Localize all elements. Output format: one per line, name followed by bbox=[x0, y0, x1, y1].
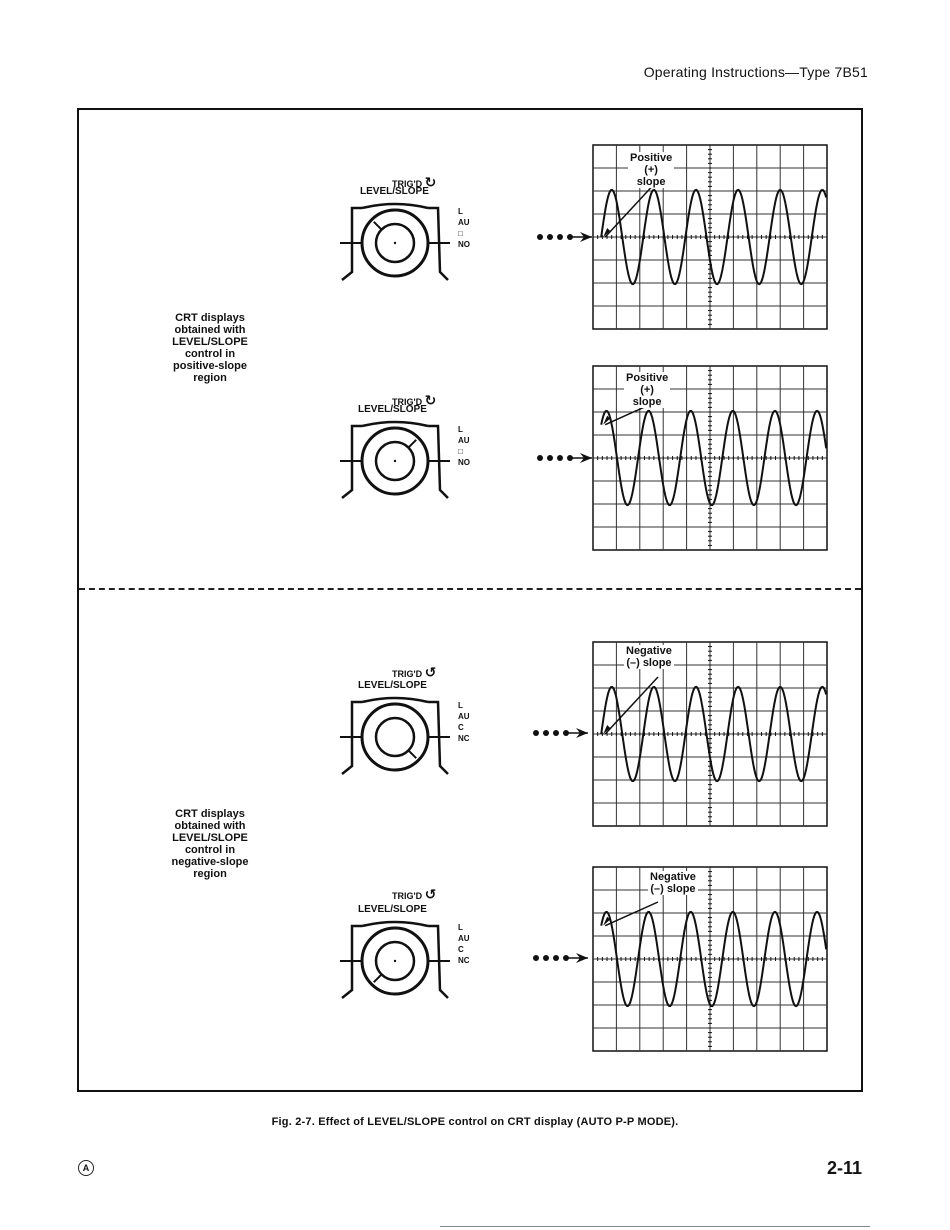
level-slope-label: LEVEL/SLOPE bbox=[360, 186, 429, 197]
trigd-indicator-icon: ↺ bbox=[424, 886, 437, 902]
annotation-arrowhead bbox=[603, 916, 611, 926]
crt-display bbox=[592, 641, 828, 827]
trigd-label: TRIG'D ↺ bbox=[392, 886, 437, 902]
annotation-leader bbox=[604, 676, 659, 735]
pointer-arrow-icon bbox=[533, 953, 588, 963]
annotation-arrowhead bbox=[603, 415, 611, 425]
waveform-trace bbox=[600, 685, 828, 783]
mode-marks: L AU C NC bbox=[458, 701, 470, 743]
annotation-arrowhead bbox=[603, 228, 611, 237]
mode-marks: L AU □ NO bbox=[458, 425, 470, 467]
slope-annotation: Negative (–) slope bbox=[624, 645, 674, 669]
annotation-leader bbox=[604, 901, 659, 927]
slope-annotation: Positive (+) slope bbox=[624, 372, 671, 408]
trigd-label: TRIG'D ↻ bbox=[392, 174, 437, 190]
level-slope-label: LEVEL/SLOPE bbox=[358, 680, 427, 691]
waveform-trace bbox=[600, 409, 828, 507]
trigd-indicator-icon: ↻ bbox=[424, 392, 437, 408]
pointer-arrow-icon bbox=[537, 232, 592, 242]
trigd-label: TRIG'D ↺ bbox=[392, 664, 437, 680]
pointer-arrow-icon bbox=[537, 453, 592, 463]
trigd-indicator-icon: ↻ bbox=[424, 174, 437, 190]
group-label-negative: CRT displays obtained with LEVEL/SLOPE c… bbox=[171, 808, 249, 880]
section-divider bbox=[79, 588, 861, 590]
level-slope-knob-icon[interactable] bbox=[340, 918, 450, 1006]
group-label-positive: CRT displays obtained with LEVEL/SLOPE c… bbox=[172, 312, 248, 384]
slope-annotation: Positive (+) slope bbox=[628, 152, 675, 188]
figure-frame bbox=[77, 108, 863, 1092]
trigd-indicator-icon: ↺ bbox=[424, 664, 437, 680]
level-slope-label: LEVEL/SLOPE bbox=[358, 904, 427, 915]
bottom-rule bbox=[440, 1226, 870, 1227]
waveform-trace bbox=[600, 188, 828, 286]
revision-mark-icon: A bbox=[78, 1160, 94, 1176]
slope-annotation: Negative (–) slope bbox=[648, 871, 698, 895]
page-header-title: Operating Instructions—Type 7B51 bbox=[643, 64, 868, 80]
level-slope-knob-icon[interactable] bbox=[340, 694, 450, 782]
page-number: 2-11 bbox=[826, 1158, 862, 1178]
mode-marks: L AU C NC bbox=[458, 923, 470, 965]
level-slope-knob-icon[interactable] bbox=[340, 418, 450, 506]
waveform-trace bbox=[600, 910, 828, 1008]
trigd-label: TRIG'D ↻ bbox=[392, 392, 437, 408]
figure-caption: Fig. 2-7. Effect of LEVEL/SLOPE control … bbox=[271, 1116, 679, 1128]
level-slope-knob-icon[interactable] bbox=[340, 200, 450, 288]
annotation-arrowhead bbox=[603, 725, 611, 734]
annotation-leader bbox=[604, 179, 659, 238]
level-slope-label: LEVEL/SLOPE bbox=[358, 404, 427, 415]
pointer-arrow-icon bbox=[533, 728, 588, 738]
mode-marks: L AU □ NO bbox=[458, 207, 470, 249]
crt-display bbox=[592, 866, 828, 1052]
